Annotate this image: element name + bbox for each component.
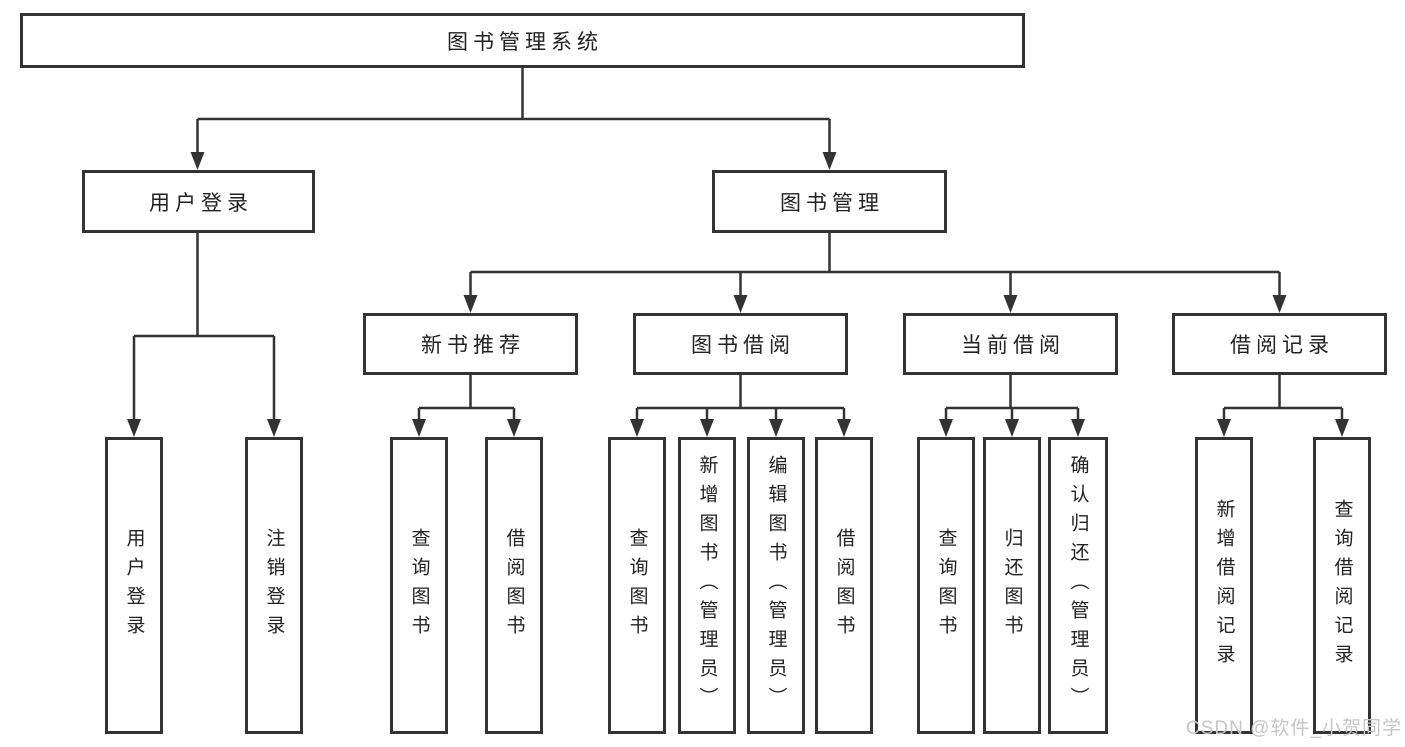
leaf-bb-query-books: 查询图书	[608, 437, 666, 734]
connector-book-management	[463, 233, 1287, 313]
node-book-borrowing: 图书借阅	[633, 313, 848, 375]
leaf-cb-return-books: 归还图书	[983, 437, 1041, 734]
leaf-label: 注销登录	[263, 527, 285, 644]
node-borrowing-records: 借阅记录	[1172, 313, 1387, 375]
leaf-label: 确认归还（管理员）	[1067, 455, 1089, 716]
leaf-logout-login: 注销登录	[245, 437, 303, 734]
connector-book-borrowing	[630, 375, 851, 437]
connector-current-borrowing	[939, 375, 1085, 437]
leaf-nb-borrow-books: 借阅图书	[485, 437, 543, 734]
leaf-bb-add-book-admin: 新增图书（管理员）	[678, 437, 736, 734]
leaf-bb-edit-book-admin: 编辑图书（管理员）	[747, 437, 805, 734]
leaf-label: 查询图书	[408, 527, 430, 644]
leaf-user-login: 用户登录	[105, 437, 163, 734]
leaf-label: 查询借阅记录	[1331, 498, 1353, 673]
connector-root	[190, 68, 837, 170]
leaf-label: 用户登录	[123, 527, 145, 644]
leaf-label: 借阅图书	[833, 527, 855, 644]
leaf-label: 借阅图书	[503, 527, 525, 644]
leaf-label: 查询图书	[626, 527, 648, 644]
leaf-label: 查询图书	[935, 527, 957, 644]
node-book-management: 图书管理	[712, 170, 947, 233]
leaf-label: 归还图书	[1001, 527, 1023, 644]
leaf-label: 编辑图书（管理员）	[765, 455, 787, 716]
leaf-cb-confirm-return-admin: 确认归还（管理员）	[1048, 437, 1108, 734]
connector-borrowing-records	[1217, 375, 1349, 437]
leaf-label: 新增借阅记录	[1213, 498, 1235, 673]
leaf-label: 新增图书（管理员）	[696, 455, 718, 716]
watermark: CSDN @软件_小贺同学	[1186, 718, 1402, 739]
node-user-login: 用户登录	[82, 170, 315, 233]
leaf-br-query-borrow-record: 查询借阅记录	[1313, 437, 1371, 734]
node-new-book-recommendation: 新书推荐	[363, 313, 578, 375]
connector-user-login	[127, 233, 281, 437]
connector-new-book-recommendation	[412, 375, 521, 437]
leaf-bb-borrow-books: 借阅图书	[815, 437, 873, 734]
node-current-borrowing: 当前借阅	[903, 313, 1118, 375]
leaf-nb-query-books: 查询图书	[390, 437, 448, 734]
node-library-system: 图书管理系统	[20, 13, 1025, 68]
leaf-cb-query-books: 查询图书	[917, 437, 975, 734]
leaf-br-add-borrow-record: 新增借阅记录	[1195, 437, 1253, 734]
